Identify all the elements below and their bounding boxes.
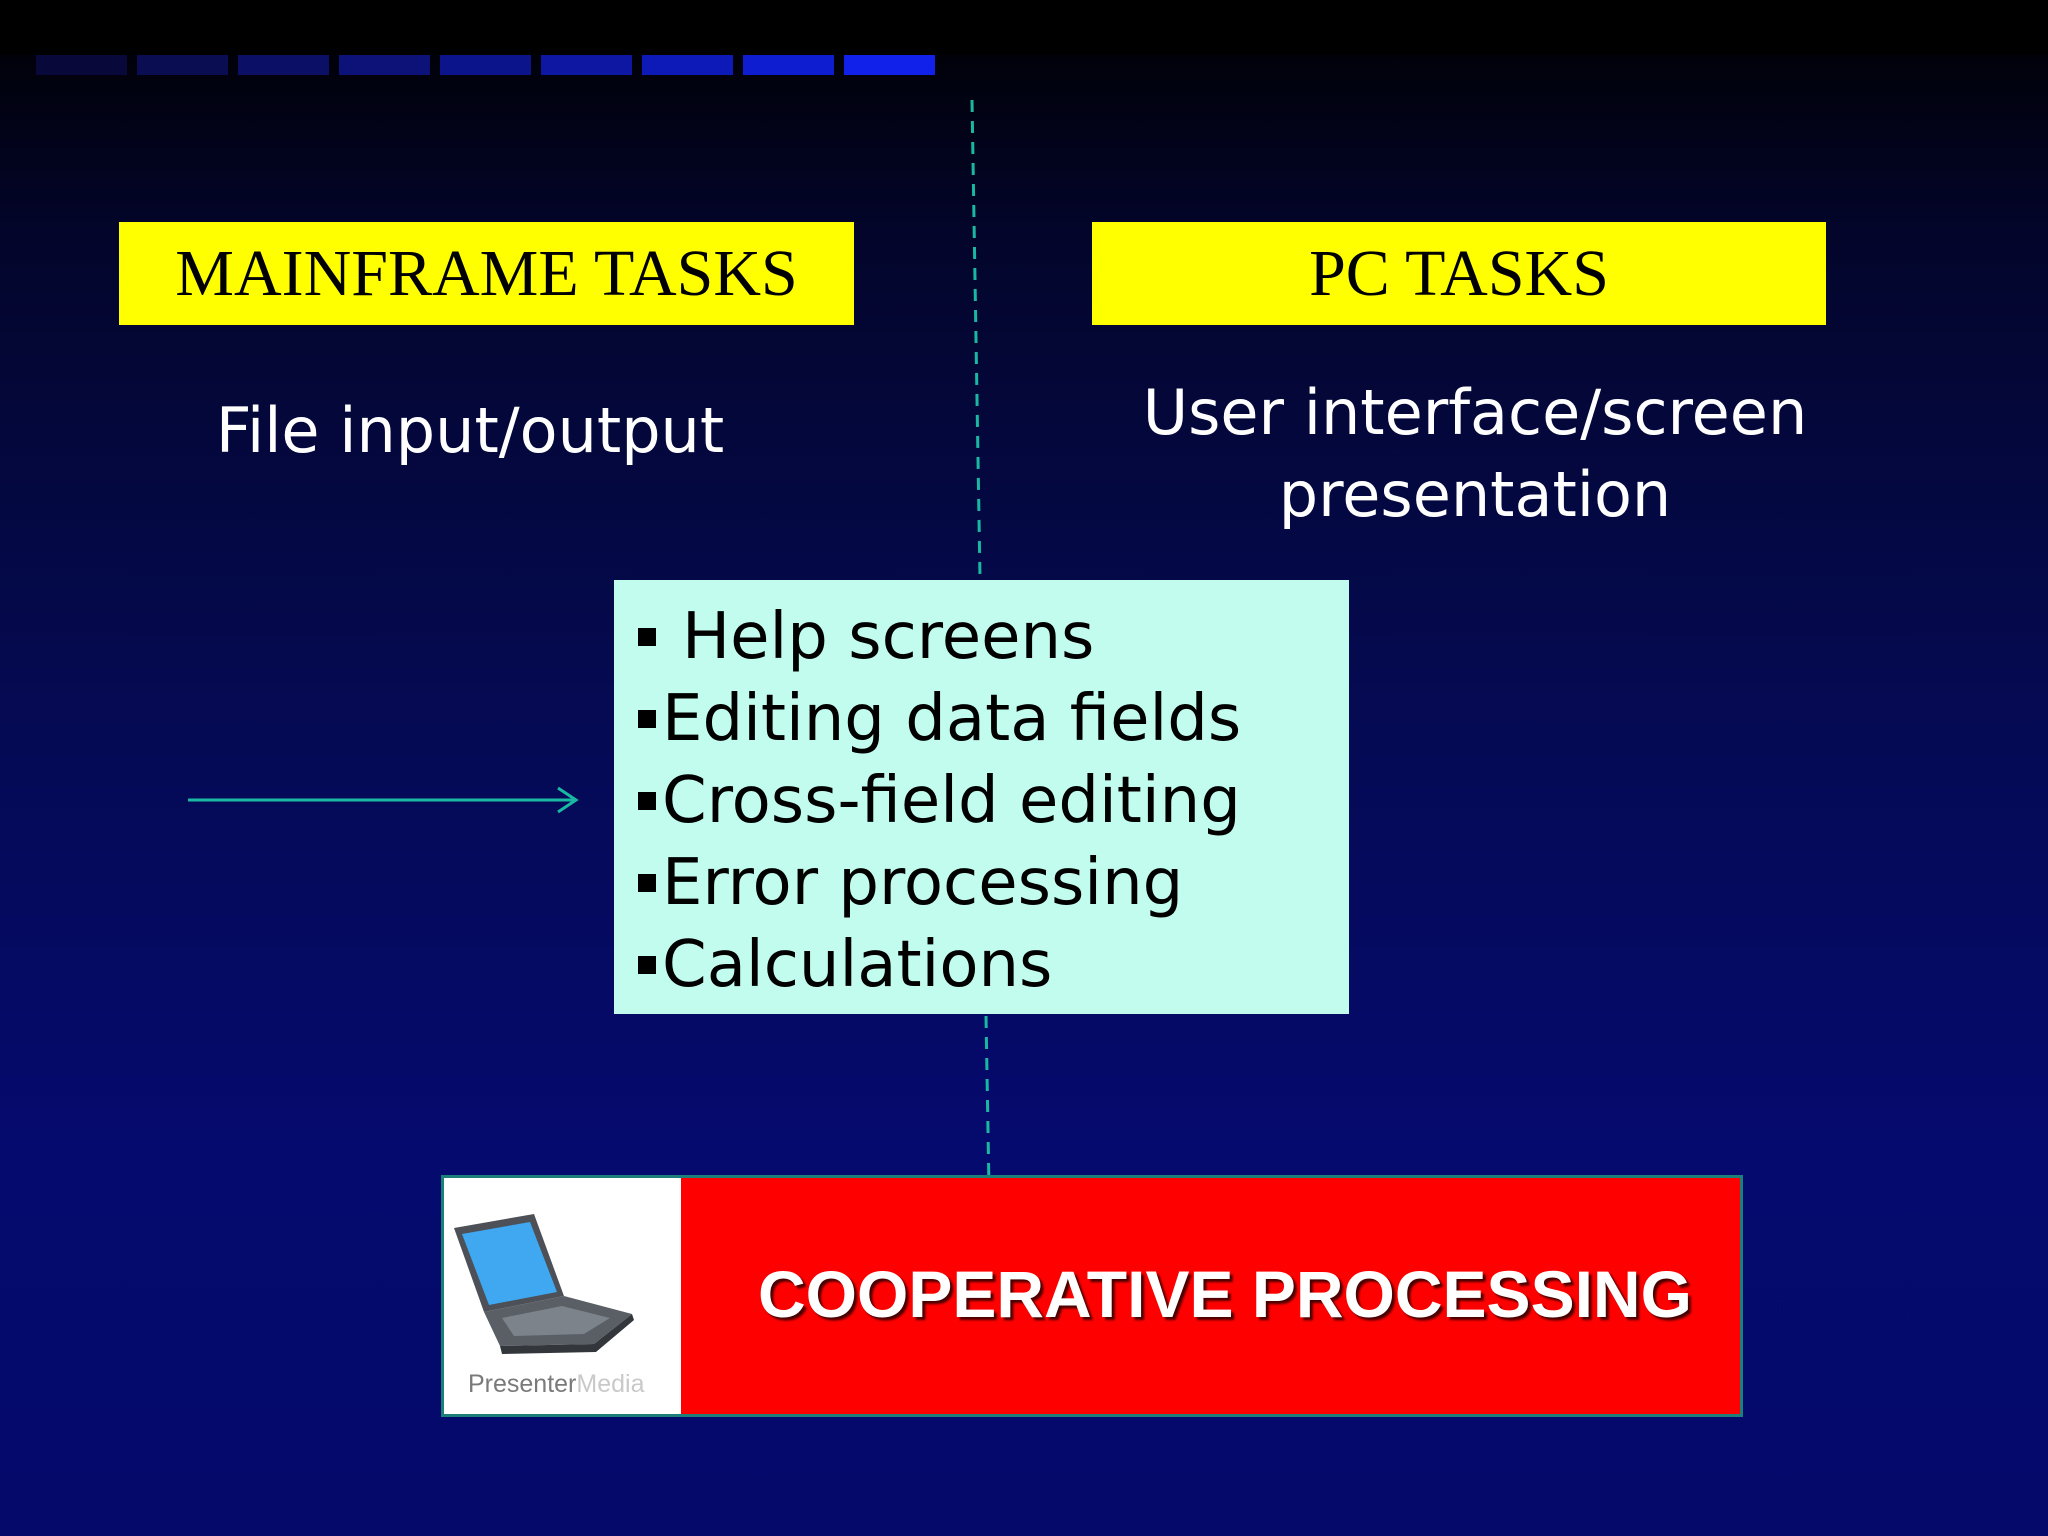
pc-task-line-1: User interface/screen xyxy=(1142,376,1808,449)
shared-task-item: Editing data fields xyxy=(638,678,1349,760)
pc-tasks-label: PC TASKS xyxy=(1309,236,1609,310)
header-block xyxy=(541,55,632,75)
bullet-square-icon xyxy=(638,710,656,728)
presentermedia-logo: PresenterMedia xyxy=(444,1178,681,1414)
banner-title: COOPERATIVE PROCESSING xyxy=(758,1257,1692,1331)
arrow-right-icon xyxy=(188,786,579,814)
logo-wordmark: PresenterMedia xyxy=(468,1370,644,1399)
shared-task-label: Error processing xyxy=(662,846,1184,920)
top-strip xyxy=(0,0,2048,55)
shared-task-label: Cross-field editing xyxy=(662,764,1241,838)
laptop-icon xyxy=(454,1214,634,1354)
logo-text-light: Media xyxy=(576,1370,645,1398)
bullet-square-icon xyxy=(638,956,656,974)
mainframe-tasks-label: MAINFRAME TASKS xyxy=(175,236,798,310)
shared-task-label: Help screens xyxy=(682,600,1095,674)
mainframe-task-text: File input/output xyxy=(215,394,725,467)
header-block xyxy=(339,55,430,75)
mainframe-tasks-heading: MAINFRAME TASKS xyxy=(119,222,854,325)
pc-task-line-2: presentation xyxy=(1278,458,1672,531)
shared-tasks-box: Help screens Editing data fields Cross-f… xyxy=(614,580,1349,1014)
pc-task-text: User interface/screen presentation xyxy=(1090,372,1860,536)
logo-text-dark: Presenter xyxy=(468,1370,577,1398)
pc-tasks-heading: PC TASKS xyxy=(1092,222,1826,325)
shared-task-item: Calculations xyxy=(638,924,1349,1006)
shared-task-item: Cross-field editing xyxy=(638,760,1349,842)
header-block xyxy=(238,55,329,75)
header-block xyxy=(844,55,935,75)
header-block xyxy=(743,55,834,75)
dashed-divider-upper xyxy=(970,99,982,579)
header-block xyxy=(36,55,127,75)
header-block xyxy=(137,55,228,75)
bullet-square-icon xyxy=(638,874,656,892)
header-block xyxy=(642,55,733,75)
bullet-square-icon xyxy=(638,628,656,646)
bullet-square-icon xyxy=(638,792,656,810)
shared-task-item: Error processing xyxy=(638,842,1349,924)
shared-task-item: Help screens xyxy=(638,596,1349,678)
shared-task-label: Calculations xyxy=(662,928,1053,1002)
cooperative-processing-banner: PresenterMedia COOPERATIVE PROCESSING xyxy=(441,1175,1743,1417)
shared-task-label: Editing data fields xyxy=(662,682,1242,756)
header-block xyxy=(440,55,531,75)
